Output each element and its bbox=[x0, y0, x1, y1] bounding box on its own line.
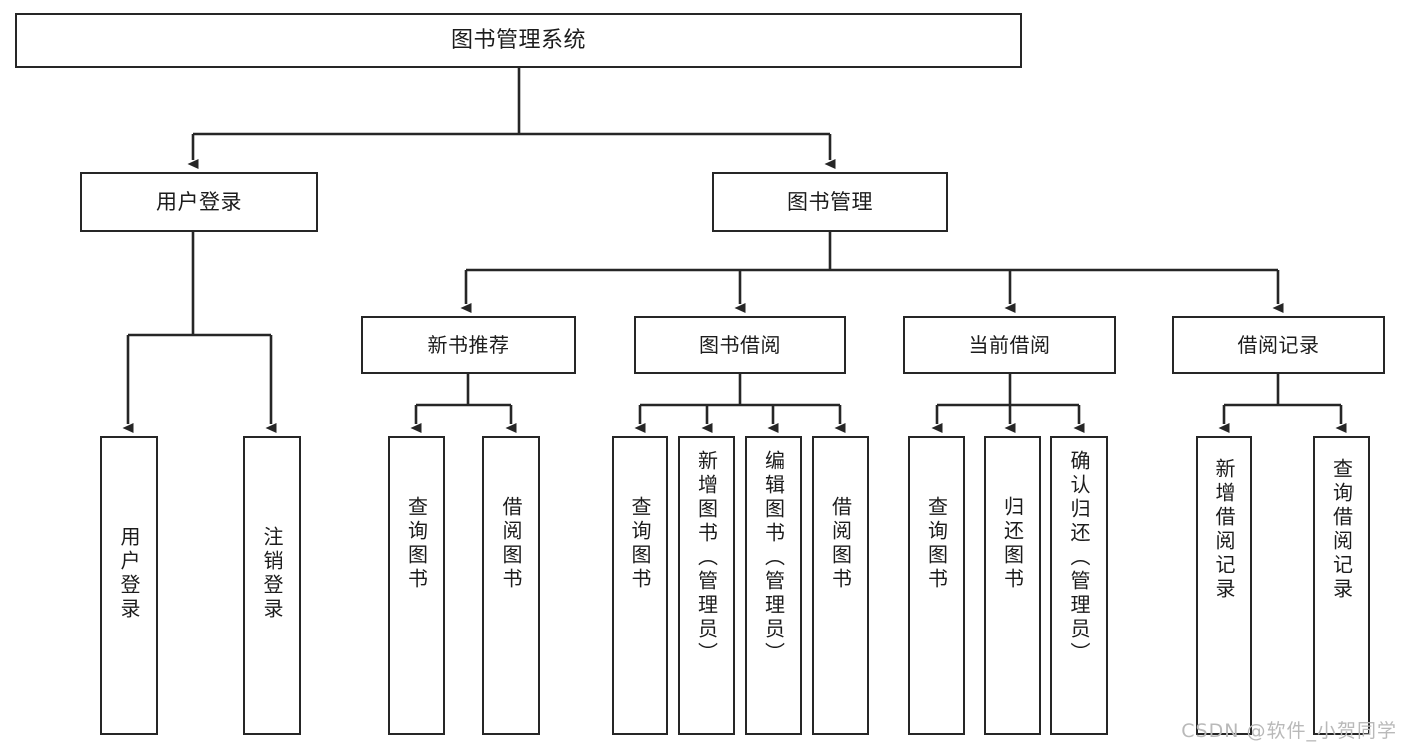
node-user-login[interactable]: 用户登录 bbox=[80, 172, 318, 232]
watermark-text: CSDN @软件_小贺同学 bbox=[1181, 720, 1397, 742]
node-label: 借阅记录 bbox=[1237, 332, 1320, 357]
leaf-borrow-book-2[interactable]: 借阅图书 bbox=[812, 436, 869, 735]
leaf-add-book[interactable]: 新增图书（管理员） bbox=[678, 436, 735, 735]
node-current-borrow[interactable]: 当前借阅 bbox=[903, 316, 1116, 374]
node-label: 查询图书 bbox=[628, 496, 652, 592]
node-label: 用户登录 bbox=[117, 526, 141, 622]
leaf-query-book-1[interactable]: 查询图书 bbox=[388, 436, 445, 735]
node-label: 图书借阅 bbox=[699, 332, 781, 357]
node-label: 图书管理系统 bbox=[450, 27, 586, 53]
node-label: 当前借阅 bbox=[968, 332, 1051, 357]
node-label: 用户登录 bbox=[156, 189, 242, 214]
leaf-query-book-2[interactable]: 查询图书 bbox=[612, 436, 668, 735]
node-new-book-rec[interactable]: 新书推荐 bbox=[361, 316, 576, 374]
node-label: 新书推荐 bbox=[427, 332, 510, 357]
node-label: 新增借阅记录 bbox=[1212, 458, 1236, 602]
node-borrow-record[interactable]: 借阅记录 bbox=[1172, 316, 1385, 374]
node-label: 确认归还（管理员） bbox=[1067, 450, 1091, 666]
node-label: 查询图书 bbox=[924, 496, 949, 592]
leaf-query-record[interactable]: 查询借阅记录 bbox=[1313, 436, 1370, 735]
leaf-add-record[interactable]: 新增借阅记录 bbox=[1196, 436, 1252, 735]
leaf-edit-book[interactable]: 编辑图书（管理员） bbox=[745, 436, 802, 735]
node-label: 查询图书 bbox=[404, 496, 429, 592]
leaf-user-logout[interactable]: 注销登录 bbox=[243, 436, 301, 735]
node-label: 借阅图书 bbox=[499, 496, 523, 592]
leaf-confirm-return[interactable]: 确认归还（管理员） bbox=[1050, 436, 1108, 735]
node-label: 注销登录 bbox=[260, 526, 284, 622]
leaf-query-book-3[interactable]: 查询图书 bbox=[908, 436, 965, 735]
node-label: 归还图书 bbox=[1000, 496, 1025, 592]
node-label: 图书管理 bbox=[787, 189, 873, 214]
node-label: 新增图书（管理员） bbox=[694, 450, 719, 666]
leaf-return-book[interactable]: 归还图书 bbox=[984, 436, 1041, 735]
node-book-borrow[interactable]: 图书借阅 bbox=[634, 316, 846, 374]
node-label: 编辑图书（管理员） bbox=[761, 450, 786, 666]
leaf-borrow-book-1[interactable]: 借阅图书 bbox=[482, 436, 540, 735]
node-root-system[interactable]: 图书管理系统 bbox=[15, 13, 1022, 68]
leaf-user-login[interactable]: 用户登录 bbox=[100, 436, 158, 735]
node-label: 查询借阅记录 bbox=[1329, 458, 1354, 602]
node-book-manage[interactable]: 图书管理 bbox=[712, 172, 948, 232]
node-label: 借阅图书 bbox=[828, 496, 853, 592]
